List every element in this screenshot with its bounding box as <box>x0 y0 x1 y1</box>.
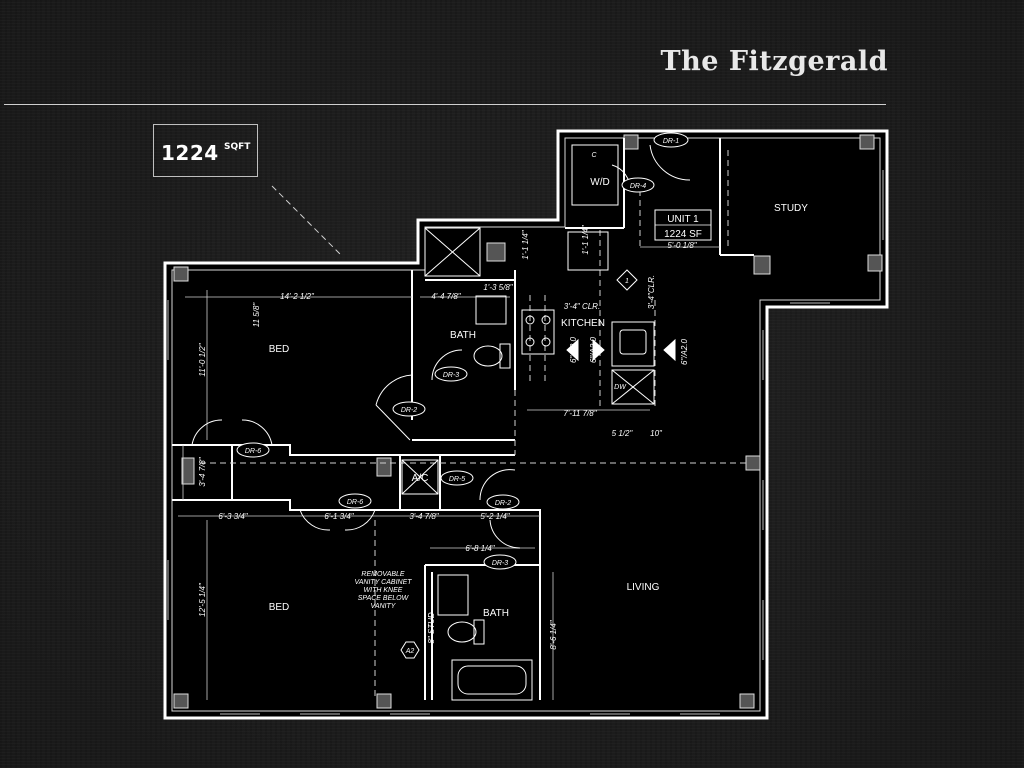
structural-columns <box>173 134 883 709</box>
dim-text-7: 7'-11 7/8" <box>563 409 597 418</box>
door-tag-shapes <box>236 132 689 570</box>
dim-text-8: 5 1/2" <box>612 429 634 438</box>
dim-text-25: 8" STUD <box>427 612 436 644</box>
door-tag-dr6b: DR-6 <box>347 499 363 506</box>
marker-one: 1 <box>625 278 629 285</box>
vanity-note-line-1: REMOVABLE <box>361 571 405 578</box>
room-label-living: LIVING <box>627 582 660 593</box>
room-label-bath-upper: BATH <box>450 330 476 341</box>
door-tag-dr3a: DR-3 <box>443 372 459 379</box>
badge-leader-line <box>271 185 341 255</box>
room-label-bed-upper: BED <box>269 344 290 355</box>
room-label-wd: W/D <box>590 177 609 188</box>
door-tag-dr1: DR-1 <box>663 138 679 145</box>
dim-text-15: 5'-2 1/4" <box>480 512 510 521</box>
dim-text-22: 6"/A2.0 <box>569 336 578 363</box>
dim-text-13: 6'-1 3/4" <box>324 512 354 521</box>
dim-text-20: 1'-1 1/4" <box>581 224 590 254</box>
dim-text-17: 12'-5 1/4" <box>198 582 207 617</box>
marker-a2: A2 <box>405 648 415 655</box>
door-tag-dr5: DR-5 <box>449 476 465 483</box>
window-marks <box>167 170 884 715</box>
dim-text-6: 3'-4" CLR. <box>564 302 600 311</box>
sqft-unit: SQFT <box>224 142 251 152</box>
header-divider <box>4 104 886 105</box>
dim-text-19: 3'-4 7/8" <box>198 456 207 486</box>
unit-tag-line2: 1224 SF <box>664 229 702 240</box>
unit-tag-line1: UNIT 1 <box>667 214 699 225</box>
marker-one-shape <box>616 269 638 291</box>
dim-text-4: 4'-4 7/8" <box>431 292 461 301</box>
marker-dw: DW <box>614 384 627 391</box>
dim-text-18: 8'-6 1/4" <box>549 619 558 649</box>
dim-text-12: 6'-3 3/4" <box>218 512 248 521</box>
dim-text-23: 6"/A2.0 <box>589 336 598 363</box>
dim-text-16: 6'-8 1/4" <box>465 544 495 553</box>
dim-text-14: 3'-4 7/8" <box>409 512 439 521</box>
dim-text-11: 3'-4"CLR. <box>647 275 656 309</box>
room-label-kitchen: KITCHEN <box>561 318 605 329</box>
vanity-note: REMOVABLE VANITY CABINET WITH KNEE SPACE… <box>354 571 412 610</box>
door-tag-dr3b: DR-3 <box>492 560 508 567</box>
dim-text-10: 5'-0 1/8" <box>667 241 697 250</box>
dim-text-9: 10" <box>650 429 663 438</box>
dim-text-3: 11'-0 1/2" <box>198 342 207 376</box>
outer-wall <box>163 129 889 720</box>
room-label-ac: A/C <box>412 473 429 484</box>
dim-text-24: 6"/A2.0 <box>680 338 689 365</box>
room-label-study: STUDY <box>774 203 808 214</box>
vanity-note-line-5: VANITY <box>371 603 397 610</box>
a2-marker-shape <box>400 641 420 659</box>
door-tag-dr2b: DR-2 <box>495 500 511 507</box>
vanity-note-line-4: SPACE BELOW <box>358 595 410 602</box>
dim-text-2: 11 5/8" <box>252 302 261 328</box>
door-tag-dr4: DR-4 <box>630 183 646 190</box>
page-title: The Fitzgerald <box>660 46 888 77</box>
plan-floor <box>165 131 887 718</box>
fixtures <box>401 144 676 701</box>
vanity-note-line-2: VANITY CABINET <box>354 579 412 586</box>
interior-walls <box>172 138 754 700</box>
square-footage-badge: 1224 SQFT <box>153 124 258 177</box>
vanity-note-line-3: WITH KNEE <box>364 587 403 594</box>
room-label-bath-lower: BATH <box>483 608 509 619</box>
room-label-bed-lower: BED <box>269 602 290 613</box>
door-tag-dr2a: DR-2 <box>401 407 417 414</box>
dim-text-21: 1'-1 1/4" <box>521 229 530 259</box>
door-swings <box>191 144 691 549</box>
dim-text-5: 1'-3 5/8" <box>483 283 513 292</box>
door-tag-dr6a: DR-6 <box>245 448 261 455</box>
marker-c: C <box>591 152 597 159</box>
dim-text-1: 14'-2 1/2" <box>280 292 315 301</box>
sqft-number: 1224 <box>161 141 219 165</box>
